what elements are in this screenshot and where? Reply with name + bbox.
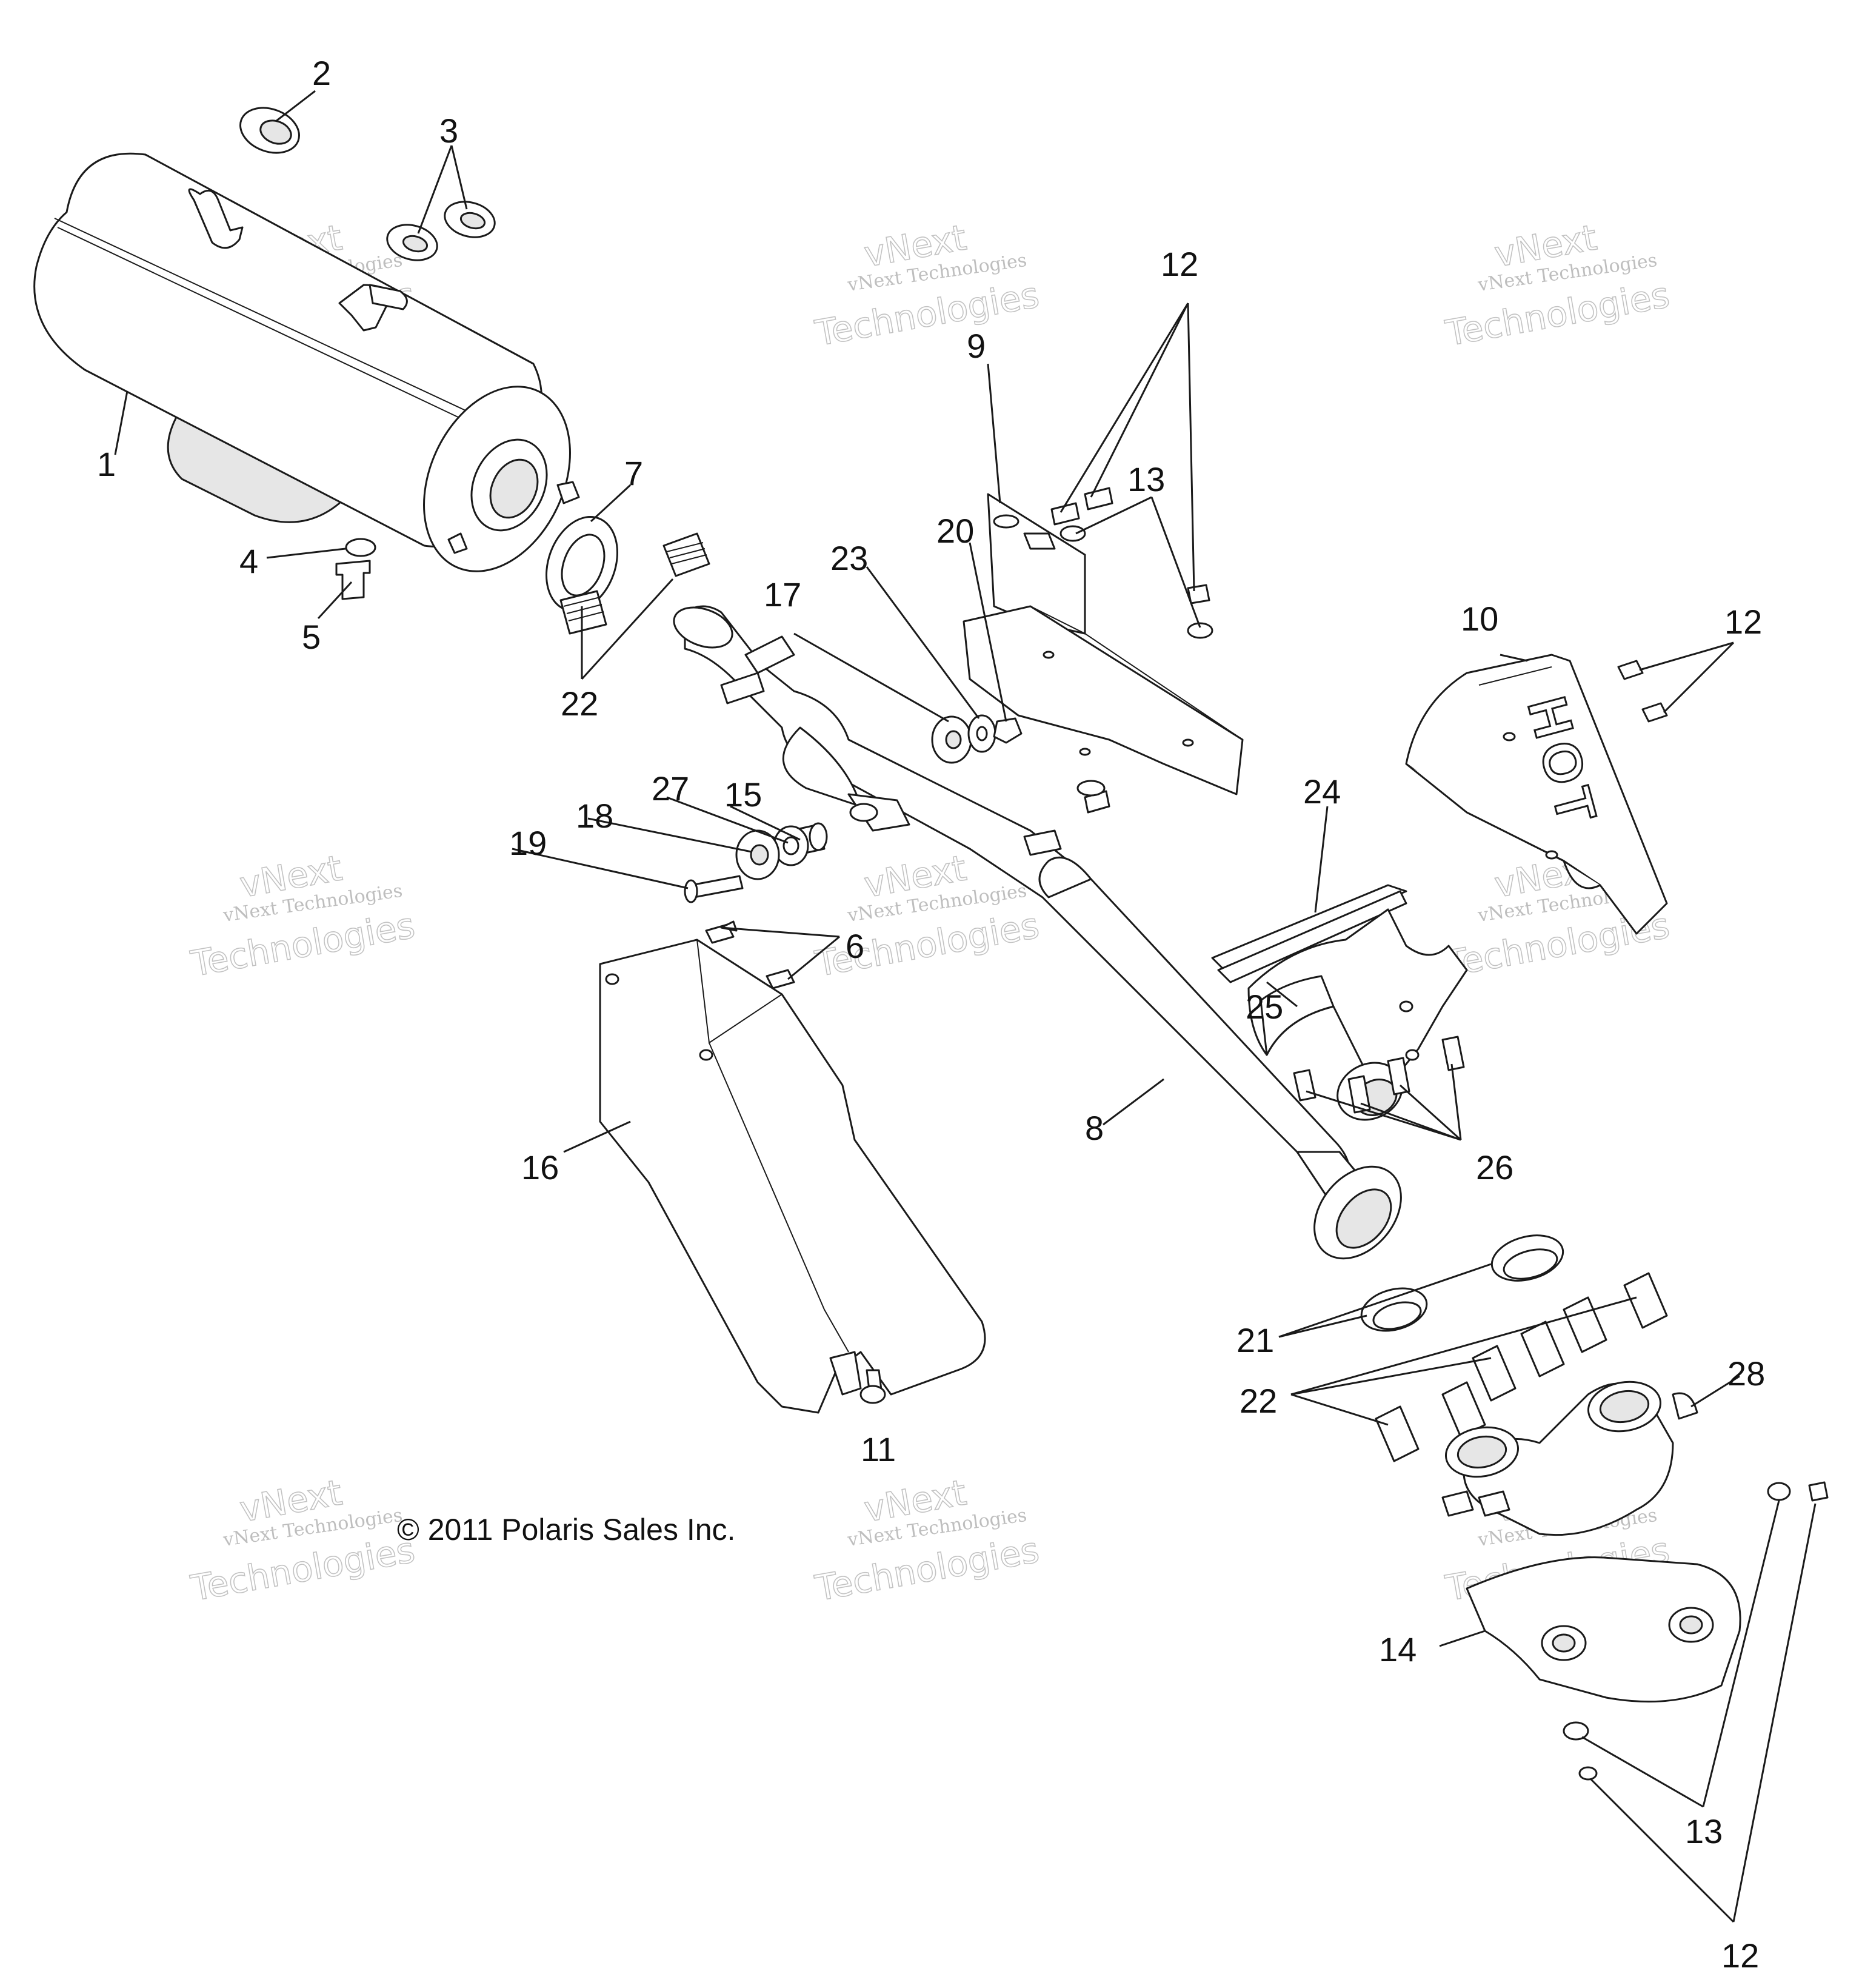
- callout-12a: 12: [1161, 245, 1198, 283]
- watermark-bottom-left: vNext vNext Technologies Technologies: [187, 1471, 418, 1610]
- callout-22b: 22: [1240, 1382, 1277, 1420]
- svg-text:Technologies: Technologies: [812, 274, 1043, 354]
- part-nut-20: [993, 717, 1023, 744]
- callout-24: 24: [1303, 772, 1341, 811]
- callout-20: 20: [936, 512, 974, 550]
- svg-text:Technologies: Technologies: [188, 1529, 418, 1609]
- part-seals-21: [1360, 1234, 1564, 1332]
- part-washer-4: [345, 538, 376, 557]
- svg-text:Technologies: Technologies: [812, 1529, 1043, 1609]
- callout-9: 9: [967, 327, 986, 365]
- part-bolt-11: [859, 1369, 886, 1404]
- copyright-text: © 2011 Polaris Sales Inc.: [397, 1513, 735, 1547]
- part-heat-shield-16: [599, 939, 986, 1414]
- part-washer-27: [773, 825, 809, 866]
- watermark-top-center: vNext vNext Technologies Technologies: [812, 216, 1043, 355]
- callout-22a: 22: [561, 684, 598, 723]
- callout-11: 11: [861, 1430, 896, 1468]
- part-muffler: [33, 152, 580, 572]
- callout-15: 15: [724, 775, 762, 814]
- part-grommet: [239, 107, 300, 154]
- callout-23: 23: [830, 539, 868, 577]
- watermark-bottom-center: vNext vNext Technologies Technologies: [812, 1471, 1043, 1610]
- part-grommet-17: [931, 715, 972, 764]
- callout-17: 17: [764, 575, 801, 614]
- watermark-top-right: vNext vNext Technologies Technologies: [1442, 216, 1673, 355]
- callout-21: 21: [1236, 1321, 1274, 1359]
- part-hardware-lower: [1563, 1481, 1829, 1781]
- svg-text:Technologies: Technologies: [1443, 274, 1673, 354]
- svg-text:Technologies: Technologies: [188, 905, 418, 985]
- part-bolts-12-shield: [1617, 660, 1668, 723]
- part-y-pipe-28: [1441, 1381, 1698, 1536]
- callout-19: 19: [509, 824, 547, 862]
- part-head-pipe: [673, 605, 1402, 1260]
- part-gasket-7: [546, 516, 618, 612]
- callout-28: 28: [1727, 1354, 1765, 1393]
- callout-3: 3: [439, 112, 458, 150]
- callout-2: 2: [312, 54, 331, 92]
- callout-14: 14: [1379, 1630, 1417, 1668]
- part-manifold-25: [1217, 890, 1468, 1121]
- part-bolt-19: [684, 875, 744, 903]
- part-isolators: [386, 201, 496, 261]
- callout-12b: 12: [1724, 603, 1762, 641]
- part-gasket-24: [1211, 884, 1407, 971]
- part-springs-upper: [559, 532, 710, 635]
- part-bolts-washers-9: [1050, 487, 1213, 814]
- part-studs-26: [1293, 1036, 1465, 1114]
- leader-lines: [114, 90, 1817, 1923]
- watermark-mid-left: vNext vNext Technologies Technologies: [187, 847, 418, 985]
- callout-25: 25: [1246, 988, 1283, 1026]
- callout-16: 16: [521, 1148, 559, 1186]
- part-washer-23: [967, 714, 996, 753]
- callout-7: 7: [624, 454, 643, 492]
- part-bracket-9: [963, 493, 1244, 795]
- part-heat-shield-14: [1466, 1556, 1741, 1703]
- callout-1: 1: [97, 445, 116, 483]
- callout-8: 8: [1085, 1109, 1104, 1147]
- callout-4: 4: [239, 542, 258, 580]
- callout-10: 10: [1461, 600, 1498, 638]
- callout-5: 5: [302, 618, 321, 656]
- callout-18: 18: [576, 797, 613, 835]
- callout-6: 6: [846, 927, 864, 965]
- callout-labels: 1 2 3 4 5 6 7 8 9 10 11 12 12 12 13 13 1…: [97, 54, 1765, 1975]
- callout-26: 26: [1476, 1148, 1513, 1186]
- callout-13b: 13: [1685, 1812, 1723, 1850]
- callout-13a: 13: [1127, 460, 1165, 498]
- callout-27: 27: [652, 769, 689, 808]
- callout-12c: 12: [1721, 1936, 1759, 1975]
